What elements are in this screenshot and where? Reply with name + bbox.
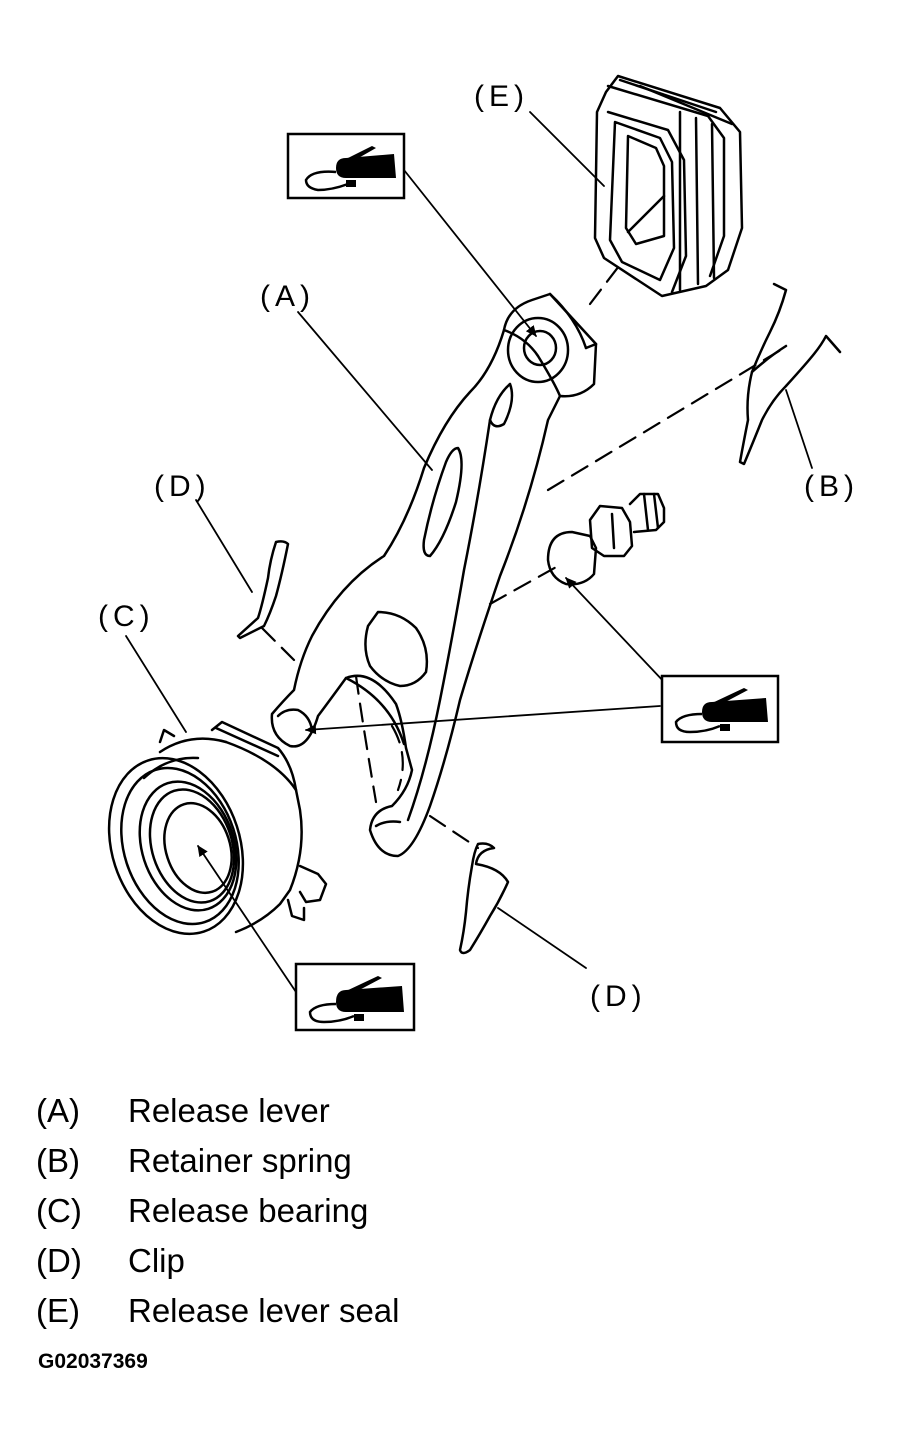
grease-gun-icon xyxy=(294,962,416,1032)
legend-item: (B) Retainer spring xyxy=(36,1136,399,1186)
legend-key: (B) xyxy=(36,1142,80,1179)
callout-b: (B) xyxy=(804,470,859,503)
callout-c: (C) xyxy=(98,600,155,633)
legend-desc: Release lever seal xyxy=(128,1292,400,1329)
leader-lines xyxy=(125,111,813,969)
figure-id: G02037369 xyxy=(38,1350,148,1373)
release-lever-seal xyxy=(593,74,744,298)
legend-key: (C) xyxy=(36,1192,82,1229)
upper-clip xyxy=(236,540,290,640)
legend-key: (D) xyxy=(36,1242,82,1279)
grease-arrows xyxy=(197,169,667,993)
grease-gun-icon xyxy=(660,674,780,744)
callout-e: (E) xyxy=(474,80,529,113)
assembly-lines xyxy=(260,260,786,850)
retainer-spring xyxy=(738,282,842,466)
legend-desc: Retainer spring xyxy=(128,1142,352,1179)
legend-desc: Clip xyxy=(128,1242,185,1279)
release-bearing xyxy=(107,720,328,936)
legend: (A) Release lever (B) Retainer spring (C… xyxy=(36,1086,399,1336)
callout-d-lower: (D) xyxy=(590,980,647,1013)
legend-desc: Release lever xyxy=(128,1092,330,1129)
release-lever xyxy=(270,292,598,858)
legend-item: (D) Clip xyxy=(36,1236,399,1286)
pivot-stud xyxy=(546,492,666,586)
legend-item: (E) Release lever seal xyxy=(36,1286,399,1336)
legend-key: (E) xyxy=(36,1292,80,1329)
legend-item: (A) Release lever xyxy=(36,1086,399,1136)
legend-item: (C) Release bearing xyxy=(36,1186,399,1236)
grease-gun-icon xyxy=(286,132,406,200)
legend-desc: Release bearing xyxy=(128,1192,369,1229)
callout-a: (A) xyxy=(260,280,315,313)
lower-clip xyxy=(458,842,510,955)
callout-d-upper: (D) xyxy=(154,470,211,503)
legend-key: (A) xyxy=(36,1092,80,1129)
release-lever-diagram: (E) (A) (B) (D) (C) (D) xyxy=(98,74,859,1032)
